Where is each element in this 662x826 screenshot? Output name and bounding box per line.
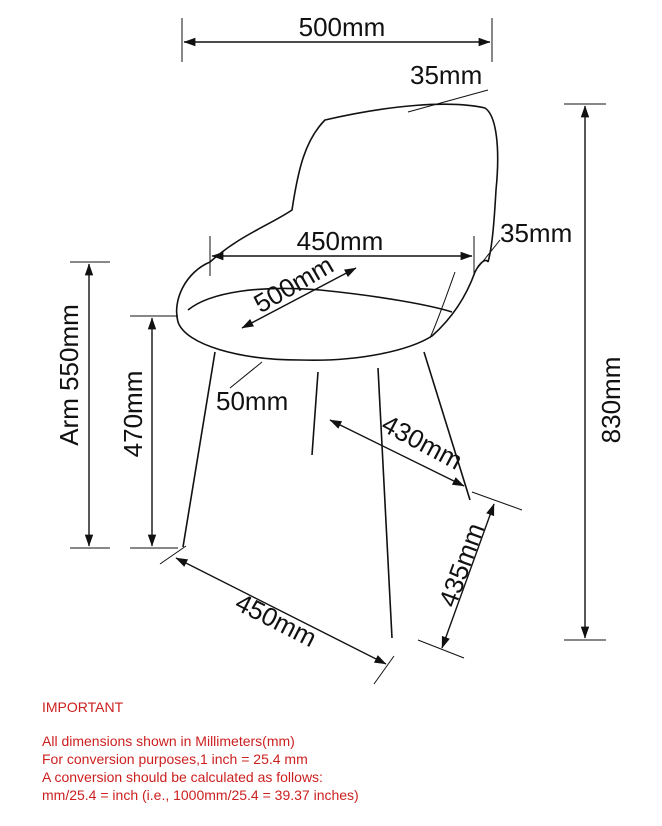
chair-seat-cushion [187,287,453,313]
important-notes: IMPORTANT All dimensions shown in Millim… [42,698,642,804]
notes-line: For conversion purposes,1 inch = 25.4 mm [42,751,308,767]
arm-height-label: Arm 550mm [54,304,84,446]
base-width-dimension: 450mm [159,545,395,685]
seat-width-dimension: 450mm [209,226,475,276]
leg-depth-label: 435mm [433,519,491,611]
chair-arm-inner [429,271,456,339]
notes-line: A conversion should be calculated as fol… [42,769,323,785]
back-thickness-label: 35mm [410,60,482,90]
arm-thickness-label: 35mm [500,218,572,248]
notes-line: All dimensions shown in Millimeters(mm) [42,733,295,749]
top-width-dimension: 500mm [181,12,493,62]
leg-depth-dimension: 435mm [417,491,523,659]
seat-depth-dimension: 500mm [241,250,357,329]
seat-front-dimension: 50mm [216,361,288,416]
seat-width-label: 450mm [297,226,384,256]
seat-height-label: 470mm [118,371,148,458]
seat-height-dimension: 470mm [118,315,178,549]
chair-backrest [209,103,499,263]
total-height-label: 830mm [596,357,626,444]
back-thickness-dimension: 35mm [407,60,489,113]
notes-title: IMPORTANT [42,699,124,715]
base-width-label: 450mm [231,587,322,653]
seat-front-label: 50mm [216,386,288,416]
total-height-dimension: 830mm [564,103,626,641]
chair-leg-front-right [377,367,393,639]
chair-leg-front-left [182,351,216,548]
chair-seat-shell [175,259,489,362]
notes-line: mm/25.4 = inch (i.e., 1000mm/25.4 = 39.3… [42,787,359,803]
chair-leg-back-left [311,371,319,456]
arm-thickness-dimension: 35mm [475,218,572,271]
top-width-label: 500mm [299,12,386,42]
leg-span-dimension: 430mm [329,408,468,487]
arm-height-dimension: Arm 550mm [54,261,110,549]
